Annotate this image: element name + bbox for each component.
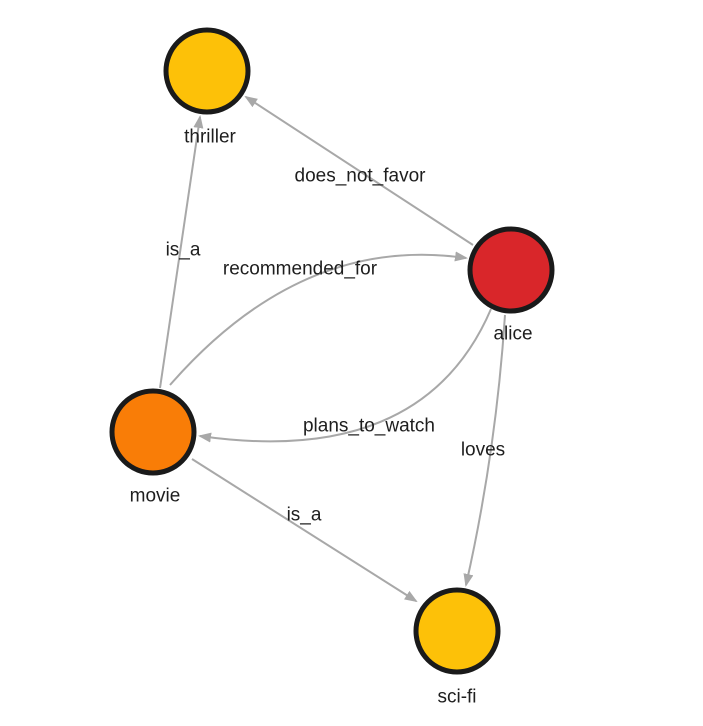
node-alice[interactable] [467, 226, 555, 314]
edge-plans-to-watch[interactable] [198, 308, 492, 443]
edge-label-recommended-for: recommended_for [223, 259, 378, 280]
node-thriller[interactable] [163, 27, 251, 115]
node-label-alice: alice [493, 324, 532, 345]
edge-recommended-for[interactable] [169, 251, 468, 386]
edge-label-plans-to-watch: plans_to_watch [303, 416, 435, 437]
edge-labels-layer: does_not_favor is_a recommended_for plans_t… [166, 166, 506, 526]
nodes-layer [109, 27, 555, 675]
node-label-sci-fi: sci-fi [437, 687, 476, 708]
edge-label-loves: loves [461, 440, 505, 461]
edge-is-a-sci-fi[interactable] [191, 458, 418, 603]
edge-does-not-favor[interactable] [244, 95, 474, 246]
node-label-thriller: thriller [184, 127, 236, 148]
edge-label-is-a-sci-fi: is_a [287, 505, 322, 526]
edge-label-does-not-favor: does_not_favor [295, 166, 427, 187]
node-label-movie: movie [130, 486, 181, 507]
node-sci-fi[interactable] [413, 587, 501, 675]
edge-loves[interactable] [463, 314, 506, 587]
edges-layer [159, 95, 506, 603]
node-labels-layer: thriller alice movie sci-fi [130, 127, 533, 708]
node-movie[interactable] [109, 388, 197, 476]
edge-label-is-a-thriller: is_a [166, 240, 201, 261]
edge-is-a-thriller[interactable] [159, 115, 204, 389]
